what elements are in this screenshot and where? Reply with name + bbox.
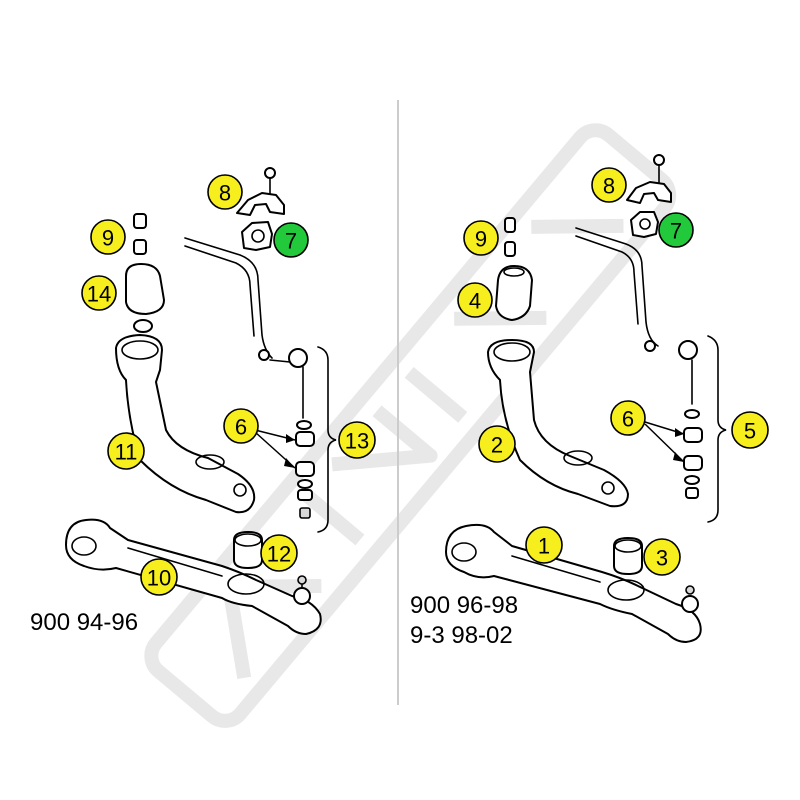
callout-11-left: 11 <box>107 432 145 470</box>
rubber-bushing-14 <box>125 263 165 315</box>
callout-2-right: 2 <box>478 425 516 463</box>
callout-12-left: 12 <box>260 534 298 572</box>
svg-text:7: 7 <box>285 229 297 254</box>
callout-7-right: 7 <box>658 212 694 248</box>
control-arm-bushing-3 <box>613 537 643 575</box>
callout-9-left: 9 <box>90 219 126 255</box>
callout-8-right: 8 <box>591 167 627 203</box>
group-brace-5 <box>707 335 727 523</box>
bracket-bolt <box>264 167 276 201</box>
control-arm-bushing-12 <box>233 531 263 569</box>
callout-14-left: 14 <box>81 275 117 311</box>
upper-control-arm <box>487 339 629 508</box>
svg-text:12: 12 <box>267 542 291 567</box>
stabilizer-bracket <box>236 192 285 216</box>
stabilizer-bar <box>184 237 273 359</box>
svg-text:2: 2 <box>491 433 503 458</box>
svg-text:1: 1 <box>538 534 550 559</box>
lower-control-arm <box>445 523 702 643</box>
svg-text:6: 6 <box>235 415 247 440</box>
svg-text:14: 14 <box>87 282 111 307</box>
callout-7-left: 7 <box>273 222 309 258</box>
svg-text:9: 9 <box>102 226 114 251</box>
svg-text:5: 5 <box>744 419 756 444</box>
svg-text:7: 7 <box>670 219 682 244</box>
group-brace-13 <box>317 346 337 533</box>
stabilizer-bushing <box>630 211 659 238</box>
callout-4-right: 4 <box>457 282 493 318</box>
callout-3-right: 3 <box>643 538 681 576</box>
model-label-right-line1: 900 96-98 <box>410 592 518 619</box>
svg-text:4: 4 <box>469 289 481 314</box>
stabilizer-bracket <box>626 181 672 204</box>
svg-text:8: 8 <box>219 181 231 206</box>
svg-text:13: 13 <box>345 429 369 454</box>
stabilizer-bushing <box>241 221 273 251</box>
left-panel <box>65 167 337 635</box>
callout-8-left: 8 <box>207 174 243 210</box>
svg-text:9: 9 <box>475 227 487 252</box>
callout-10-left: 10 <box>140 558 178 596</box>
callout-5-right: 5 <box>731 411 769 449</box>
svg-text:3: 3 <box>656 546 668 571</box>
callout-1-right: 1 <box>525 526 563 564</box>
callout-13-left: 13 <box>338 421 376 459</box>
upper-bushing-4 <box>495 265 533 321</box>
right-panel <box>445 154 727 643</box>
svg-text:6: 6 <box>622 407 634 432</box>
callout-6-right: 6 <box>610 400 646 436</box>
model-label-left: 900 94-96 <box>30 609 138 636</box>
callout-9-right: 9 <box>463 220 499 256</box>
svg-text:11: 11 <box>115 440 138 465</box>
model-label-right-line2: 9-3 98-02 <box>410 622 513 649</box>
svg-text:8: 8 <box>603 174 615 199</box>
stabilizer-bar <box>575 227 659 347</box>
callout-6-left: 6 <box>223 408 259 444</box>
svg-text:10: 10 <box>147 566 171 591</box>
